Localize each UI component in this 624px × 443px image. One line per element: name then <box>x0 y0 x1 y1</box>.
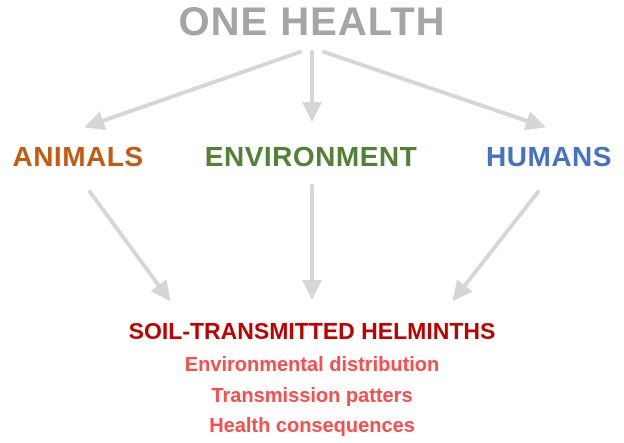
node-environment: ENVIRONMENT <box>204 141 418 172</box>
arrow-animals-to-outcome <box>88 190 171 302</box>
arrow-title-to-humans <box>322 50 546 131</box>
outcome-item-health-consequences: Health consequences <box>209 415 415 437</box>
diagram-title: ONE HEALTH <box>178 0 446 44</box>
outcome-title: SOIL-TRANSMITTED HELMINTHS <box>128 318 496 344</box>
node-humans: HUMANS <box>486 141 612 172</box>
arrow-title-to-animals <box>84 50 302 131</box>
outcome-item-environmental-distribution: Environmental distribution <box>184 354 440 376</box>
outcome-item-transmission-patterns: Transmission patters <box>211 385 413 407</box>
arrow-humans-to-outcome <box>452 190 540 302</box>
node-animals: ANIMALS <box>12 141 144 172</box>
